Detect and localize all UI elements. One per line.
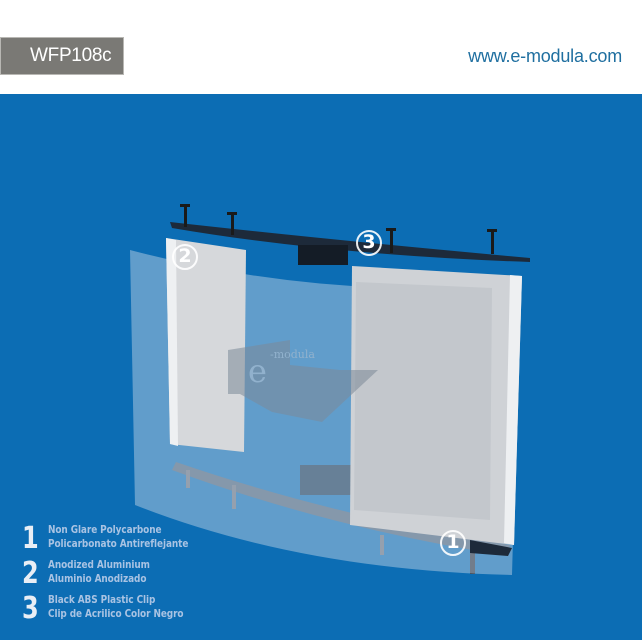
svg-text:-modula: -modula [270, 348, 315, 361]
legend-item-2: 2 Anodized Aluminium Aluminio Anodizado [22, 559, 252, 593]
website-link[interactable]: www.e-modula.com [468, 46, 622, 66]
legend-number: 3 [22, 591, 39, 626]
callout-2: 2 [172, 244, 198, 270]
callout-3: 3 [356, 230, 382, 256]
callout-1: 1 [440, 530, 466, 556]
legend-english: Anodized Aluminium [48, 559, 150, 571]
legend-spanish: Aluminio Anodizado [48, 573, 147, 585]
svg-text:e: e [248, 352, 267, 390]
product-illustration: e -modula 2 3 1 [0, 94, 642, 640]
left-aluminium-frame [166, 238, 246, 452]
top-clip-bar [170, 204, 530, 265]
legend-spanish: Clip de Acrilico Color Negro [48, 608, 184, 620]
product-render: e -modula [130, 204, 530, 575]
legend-item-3: 3 Black ABS Plastic Clip Clip de Acrilic… [22, 594, 252, 628]
legend-number: 1 [22, 521, 39, 556]
header: WFP108c www.e-modula.com [0, 0, 642, 94]
e-modula-watermark: e -modula [228, 340, 378, 422]
product-code: WFP108c [30, 45, 112, 66]
legend-spanish: Policarbonato Antireflejante [48, 538, 189, 550]
legend-item-1: 1 Non Glare Polycarbone Policarbonato An… [22, 524, 252, 558]
legend-english: Non Glare Polycarbone [48, 524, 162, 536]
legend-english: Black ABS Plastic Clip [48, 594, 156, 606]
legend-number: 2 [22, 556, 39, 591]
product-code-badge: WFP108c [0, 37, 124, 75]
right-aluminium-frame [350, 266, 522, 545]
